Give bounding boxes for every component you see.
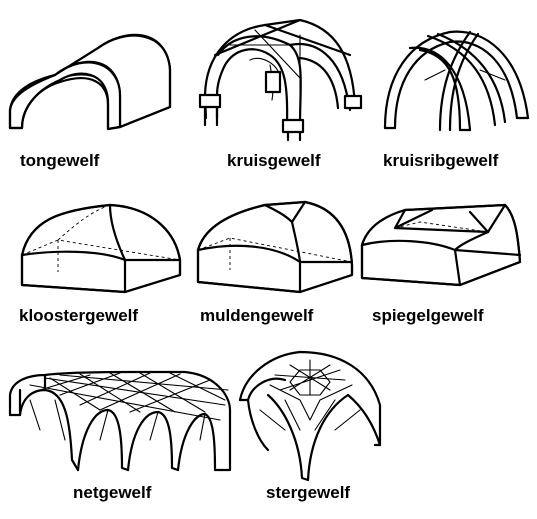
kruisribgewelf-illustration xyxy=(383,30,530,132)
spiegelgewelf-illustration xyxy=(360,203,522,287)
label-kruisgewelf: kruisgewelf xyxy=(227,151,321,170)
label-tongewelf: tongewelf xyxy=(20,151,100,170)
muldengewelf-illustration xyxy=(196,200,354,294)
tongewelf-illustration xyxy=(8,33,172,131)
stergewelf-illustration xyxy=(238,350,382,482)
label-netgewelf: netgewelf xyxy=(73,483,152,502)
kloostergewelf-illustration xyxy=(20,203,182,294)
kruisgewelf-illustration xyxy=(198,18,363,142)
label-kruisribgewelf: kruisribgewelf xyxy=(383,151,499,170)
label-spiegelgewelf: spiegelgewelf xyxy=(372,306,484,325)
label-muldengewelf: muldengewelf xyxy=(200,306,314,325)
label-stergewelf: stergewelf xyxy=(266,483,351,502)
netgewelf-illustration xyxy=(8,370,232,472)
label-kloostergewelf: kloostergewelf xyxy=(19,306,139,325)
